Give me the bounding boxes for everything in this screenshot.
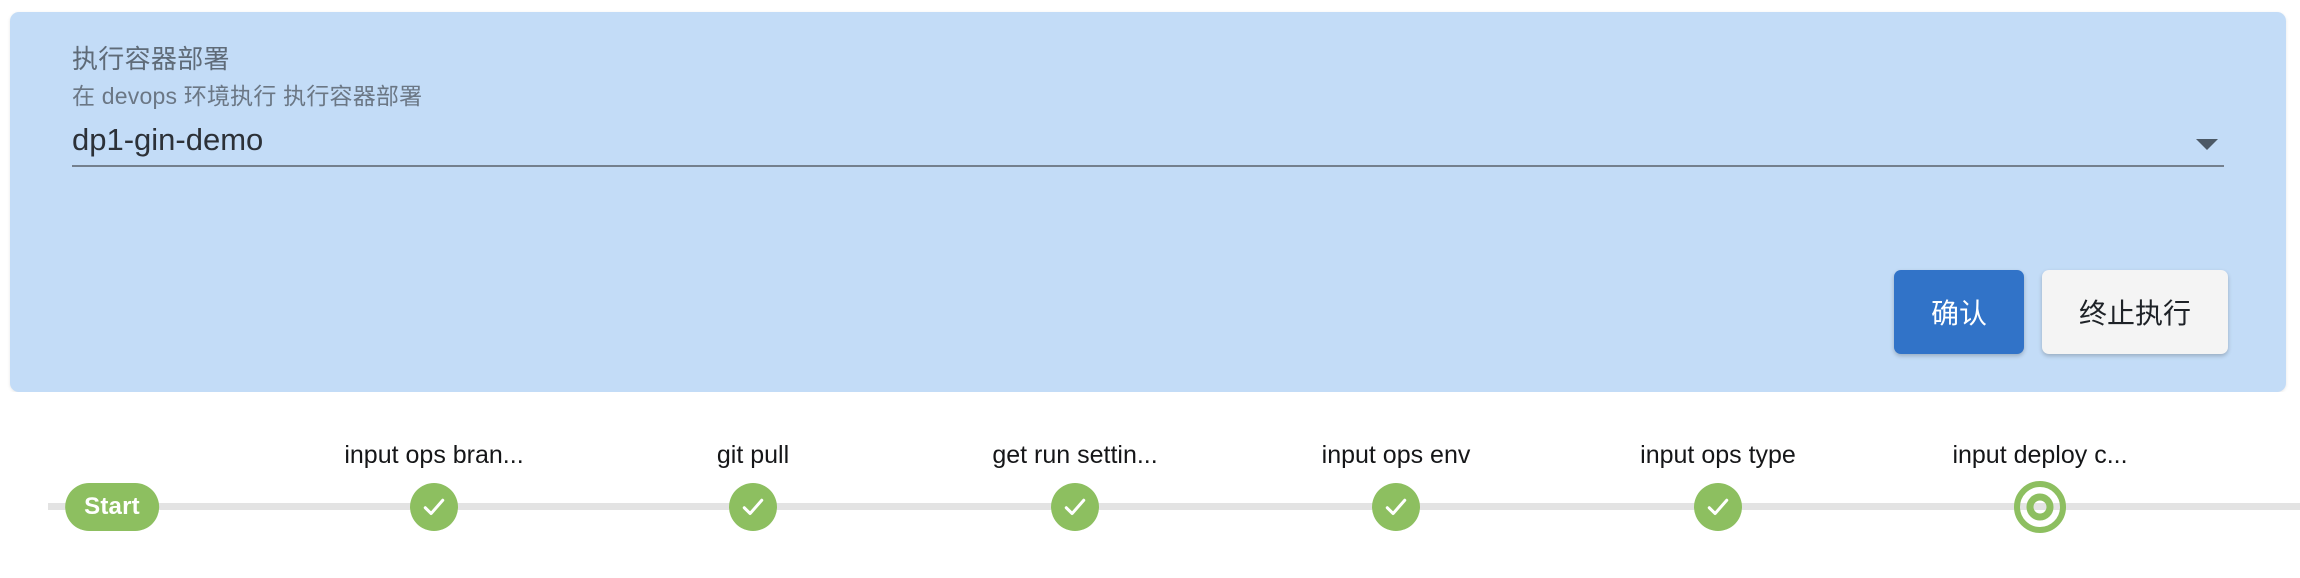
flow-node-label: input deploy c...	[1952, 441, 2128, 469]
card-body: 执行容器部署 在 devops 环境执行 执行容器部署 dp1-gin-demo	[72, 40, 2224, 167]
card-subtitle: 在 devops 环境执行 执行容器部署	[72, 83, 423, 109]
check-icon	[1372, 483, 1420, 531]
flow-node-label: input ops bran...	[344, 441, 524, 469]
check-icon	[1694, 483, 1742, 531]
deployment-select-value: dp1-gin-demo	[72, 122, 264, 157]
confirm-button[interactable]: 确认	[1894, 270, 2024, 354]
card-actions: 确认 终止执行	[1894, 270, 2228, 354]
flow-node-start[interactable]: Start	[65, 483, 159, 531]
check-icon	[410, 483, 458, 531]
flow-node-done[interactable]	[1694, 483, 1742, 531]
flow-node-done[interactable]	[1051, 483, 1099, 531]
chevron-down-icon[interactable]	[2196, 139, 2218, 150]
flow-node-label: input ops type	[1640, 441, 1796, 469]
flow-track-line	[48, 503, 2300, 510]
flow-node-done[interactable]	[410, 483, 458, 531]
flow-node-done[interactable]	[1372, 483, 1420, 531]
confirmation-card: 执行容器部署 在 devops 环境执行 执行容器部署 dp1-gin-demo…	[10, 12, 2286, 392]
flow-node-done[interactable]	[729, 483, 777, 531]
flow-node-label: get run settin...	[992, 441, 1158, 469]
page-title: 执行容器部署	[72, 44, 230, 74]
flow-node-label: input ops env	[1321, 441, 1471, 469]
abort-button[interactable]: 终止执行	[2042, 270, 2228, 354]
flow-node-label: git pull	[716, 441, 790, 469]
loading-spinner-icon	[2011, 478, 2069, 536]
check-icon	[1051, 483, 1099, 531]
pipeline-flow: Start input ops bran... git pull get run se…	[0, 392, 2300, 578]
deployment-select[interactable]: dp1-gin-demo	[72, 119, 2224, 167]
flow-node-running[interactable]	[2011, 481, 2069, 541]
start-badge[interactable]: Start	[65, 483, 159, 531]
check-icon	[729, 483, 777, 531]
